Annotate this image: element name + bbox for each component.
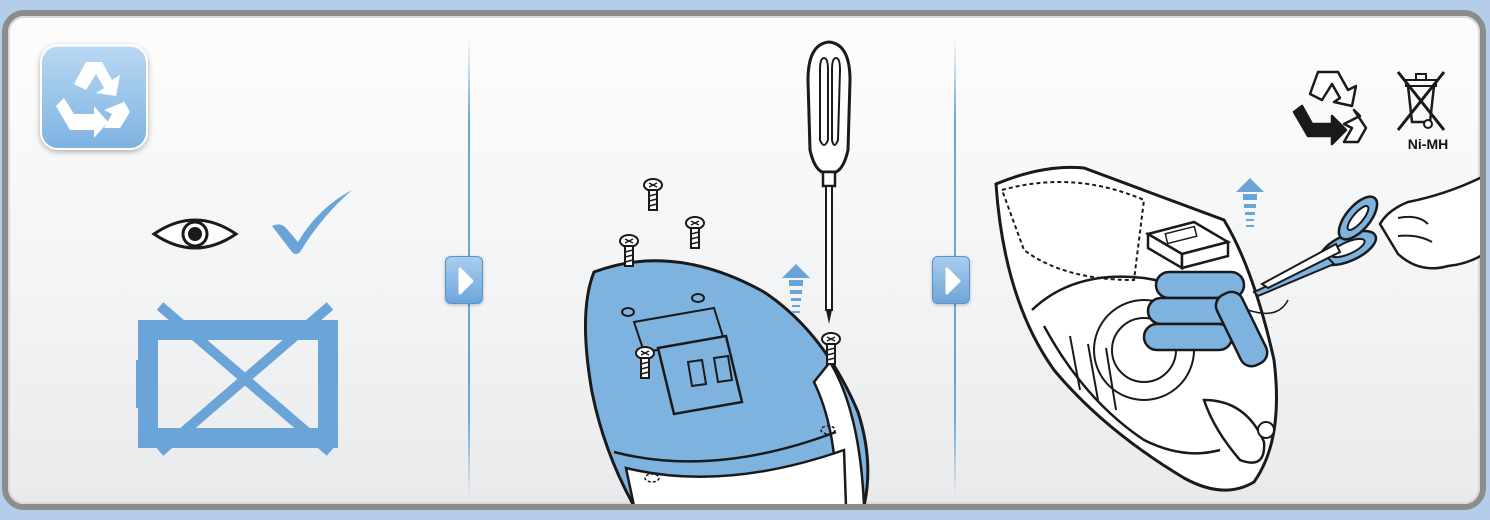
- recycle-icon: [1292, 70, 1368, 146]
- next-step-arrow-1: [445, 256, 483, 304]
- appliance-base-illustration: [584, 259, 870, 504]
- up-arrow-icon: [1236, 178, 1264, 227]
- battery-pack-illustration: [1142, 220, 1289, 368]
- battery-type-label: Ni-MH: [1407, 136, 1449, 152]
- step-arrow-icon: [945, 267, 961, 295]
- next-step-arrow-2: [932, 256, 970, 304]
- eye-icon: [151, 218, 239, 250]
- scissors-icon: [1252, 176, 1480, 298]
- recycle-badge: [40, 44, 148, 150]
- screw-icon: [619, 234, 639, 267]
- screw-icon: [685, 216, 705, 249]
- screwdriver-icon: [806, 40, 852, 324]
- screw-icon: [821, 332, 841, 365]
- instruction-panel: Ni-MH: [2, 10, 1486, 510]
- step-arrow-icon: [458, 267, 474, 295]
- checkmark-icon: [272, 190, 352, 254]
- recycle-icon: [56, 62, 130, 138]
- screw-icon: [643, 178, 663, 211]
- crossed-battery-icon: [136, 302, 338, 456]
- up-arrow-icon: [782, 264, 810, 313]
- screw-icon: [635, 346, 655, 379]
- crossed-bin-icon: [1396, 71, 1446, 131]
